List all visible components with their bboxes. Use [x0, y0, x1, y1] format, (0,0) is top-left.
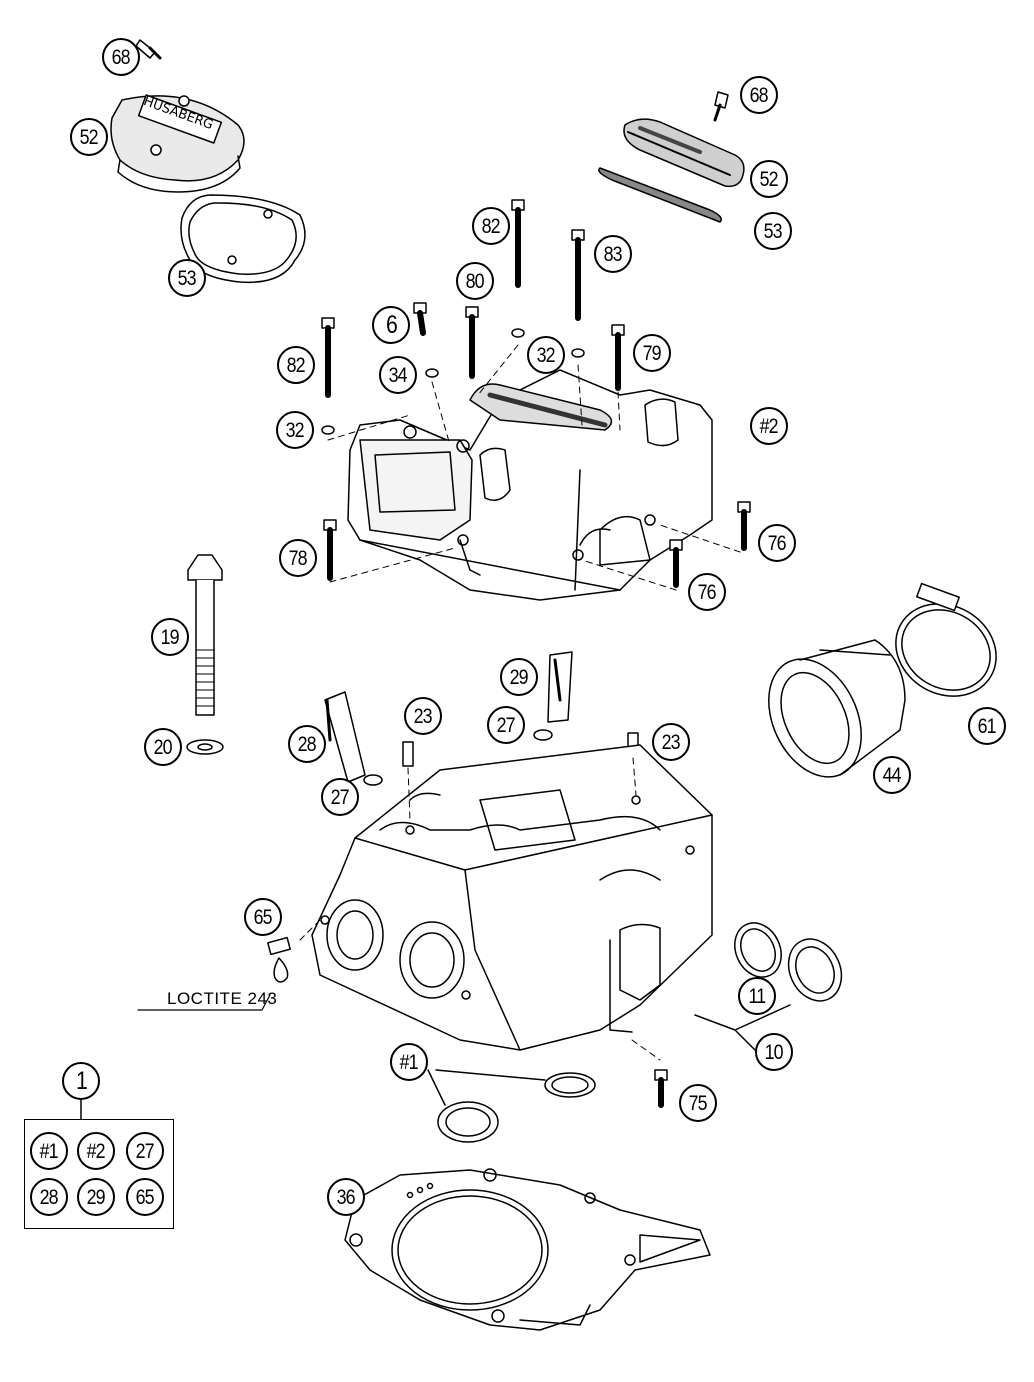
callout-75: 75 [679, 1084, 717, 1122]
callout-28: 28 [288, 725, 326, 763]
callout-34: 34 [379, 356, 417, 394]
loctite-leader [137, 994, 271, 1011]
callout-76-right: 76 [758, 524, 796, 562]
exhaust-seals [694, 922, 843, 1051]
callout-83: 83 [594, 235, 632, 273]
callout-76-lower: 76 [688, 573, 726, 611]
callout-32-top: 32 [527, 336, 565, 374]
intake-boot [768, 639, 906, 778]
callout-1: 1 [62, 1062, 100, 1100]
valve-cover-right [623, 118, 745, 188]
callout-20: 20 [144, 728, 182, 766]
callout-19: 19 [151, 618, 189, 656]
valve-cover-gasket-left [180, 194, 306, 284]
leader-lines-mid [299, 757, 661, 1061]
callout-82-top: 82 [472, 207, 510, 245]
callout-65: 65 [244, 898, 282, 936]
kit-item-hash2: #2 [77, 1132, 115, 1170]
valve-cover-left: HUSABERG [110, 94, 245, 193]
callout-10: 10 [755, 1033, 793, 1071]
callout-68-left: 68 [102, 38, 140, 76]
kit-item-27: 27 [126, 1132, 164, 1170]
kit-item-hash1: #1 [30, 1132, 68, 1170]
kit-contents-box: #1 #2 27 28 29 65 [24, 1119, 174, 1229]
kit-item-29: 29 [77, 1178, 115, 1216]
kit-item-28: 28 [30, 1178, 68, 1216]
callout-68-right: 68 [740, 76, 778, 114]
callout-hash2: #2 [750, 407, 788, 445]
callout-32-left: 32 [276, 411, 314, 449]
callout-53-left: 53 [168, 259, 206, 297]
callout-27-left: 27 [321, 778, 359, 816]
callout-29: 29 [500, 658, 538, 696]
leader-lines-top [327, 344, 741, 591]
o-rings [427, 1069, 596, 1143]
head-bolt [187, 554, 223, 716]
callout-80: 80 [456, 262, 494, 300]
callout-23-right: 23 [652, 723, 690, 761]
washer [186, 739, 224, 755]
kit-item-65: 65 [126, 1178, 164, 1216]
callout-44: 44 [873, 756, 911, 794]
callout-52-left: 52 [70, 118, 108, 156]
head-gasket [344, 1168, 711, 1331]
loctite-note: LOCTITE 243 [167, 989, 278, 1008]
callout-78: 78 [279, 539, 317, 577]
callout-11: 11 [738, 977, 776, 1015]
callout-52-right: 52 [750, 160, 788, 198]
screw-68-right [713, 91, 729, 122]
cylinder-head [311, 744, 713, 1051]
callout-6: 6 [372, 306, 410, 344]
callout-61: 61 [968, 707, 1006, 745]
screw-68-left [135, 39, 162, 60]
camshaft-carrier [347, 369, 713, 601]
callout-82-left: 82 [277, 346, 315, 384]
callout-23-left: 23 [404, 697, 442, 735]
hose-clamp [895, 582, 997, 697]
callout-79: 79 [633, 334, 671, 372]
callout-36: 36 [327, 1178, 365, 1216]
bolt-75 [654, 1069, 668, 1108]
callout-53-right: 53 [754, 212, 792, 250]
bolts-top [321, 199, 751, 588]
plug-screw [267, 936, 291, 983]
valve-guides [324, 651, 639, 786]
callout-hash1: #1 [390, 1043, 428, 1081]
valve-cover-gasket-right [598, 167, 722, 223]
callout-27-mid: 27 [487, 706, 525, 744]
